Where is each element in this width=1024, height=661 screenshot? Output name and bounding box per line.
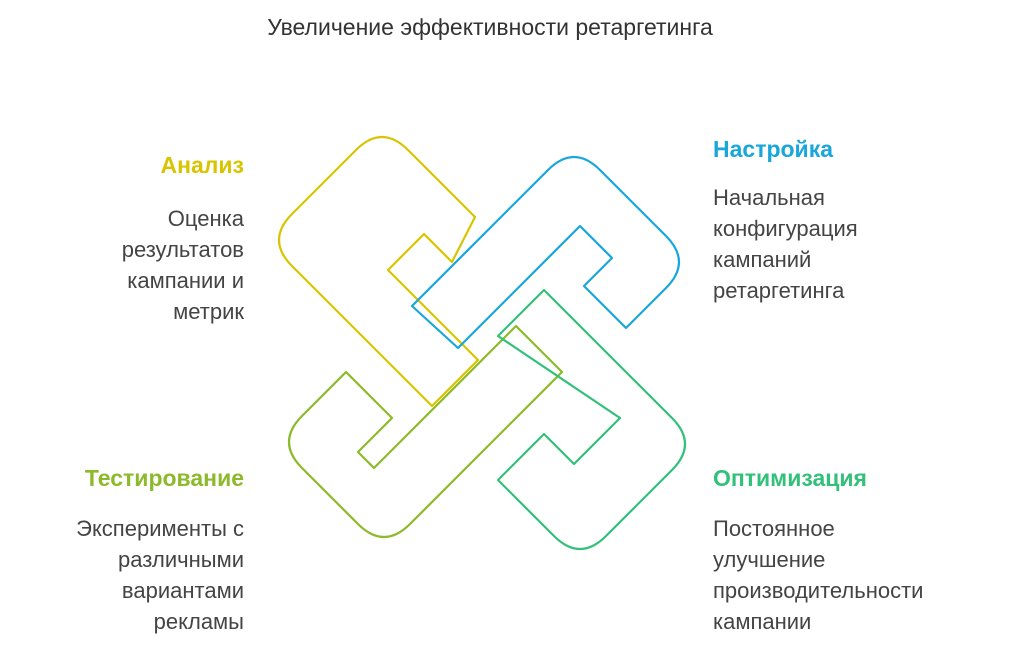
diagram-title: Увеличение эффективности ретаргетинга: [267, 14, 713, 40]
testirovanie-description: Эксперименты с различными вариантами рек…: [76, 516, 244, 634]
nastroyka-heading: Настройка: [713, 136, 833, 162]
nastroyka-description: Начальная конфигурация кампаний ретаргет…: [713, 185, 858, 303]
optimizatsiya-loop: [496, 288, 686, 550]
analiz-heading: Анализ: [160, 152, 244, 178]
optimizatsiya-heading: Оптимизация: [713, 465, 867, 491]
testirovanie-heading: Тестирование: [84, 465, 244, 491]
nastroyka-loop: [410, 156, 680, 350]
optimizatsiya-description: Постоянное улучшение производительности …: [713, 516, 924, 634]
analiz-loop: [278, 136, 480, 408]
testirovanie-loop: [288, 324, 564, 538]
analiz-description: Оценка результатов кампании и метрик: [121, 206, 244, 324]
